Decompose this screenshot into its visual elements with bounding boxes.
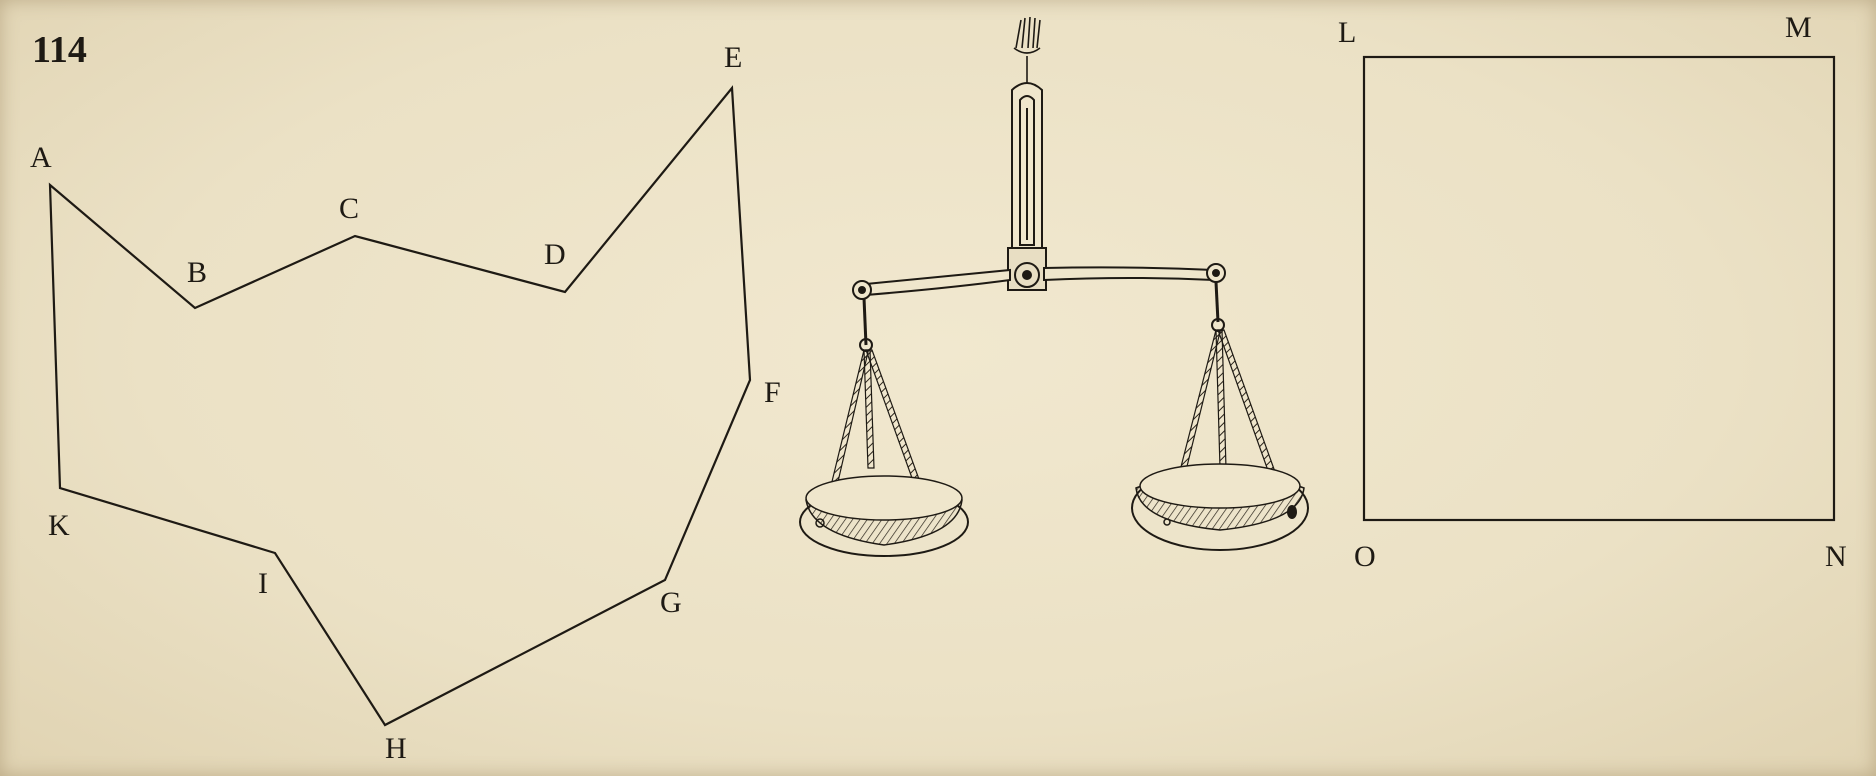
plate-number: 114 [32, 29, 87, 71]
corner-label-n: N [1825, 540, 1847, 573]
corner-label-l: L [1338, 16, 1356, 49]
vertex-label-f: F [764, 376, 781, 409]
right-pan [1131, 463, 1309, 551]
vertex-label-k: K [48, 509, 70, 542]
vertex-label-c: C [339, 192, 359, 225]
vertex-label-g: G [660, 586, 682, 619]
vertex-label-h: H [385, 732, 407, 765]
vertex-label-d: D [544, 238, 566, 271]
pivot [1007, 247, 1047, 291]
scale-handle [1011, 82, 1043, 256]
vertex-label-i: I [258, 567, 268, 600]
vertex-label-b: B [187, 256, 207, 289]
irregular-polygon [48, 85, 752, 727]
balance-scale [799, 16, 1309, 557]
suspension-tassel [1013, 16, 1041, 85]
right-chains [1171, 281, 1289, 511]
corner-label-o: O [1354, 540, 1376, 573]
vertex-label-a: A [30, 141, 52, 174]
square-lmno [1362, 55, 1836, 522]
corner-label-m: M [1785, 11, 1812, 44]
vertex-label-e: E [724, 41, 742, 74]
left-pan [799, 475, 969, 557]
